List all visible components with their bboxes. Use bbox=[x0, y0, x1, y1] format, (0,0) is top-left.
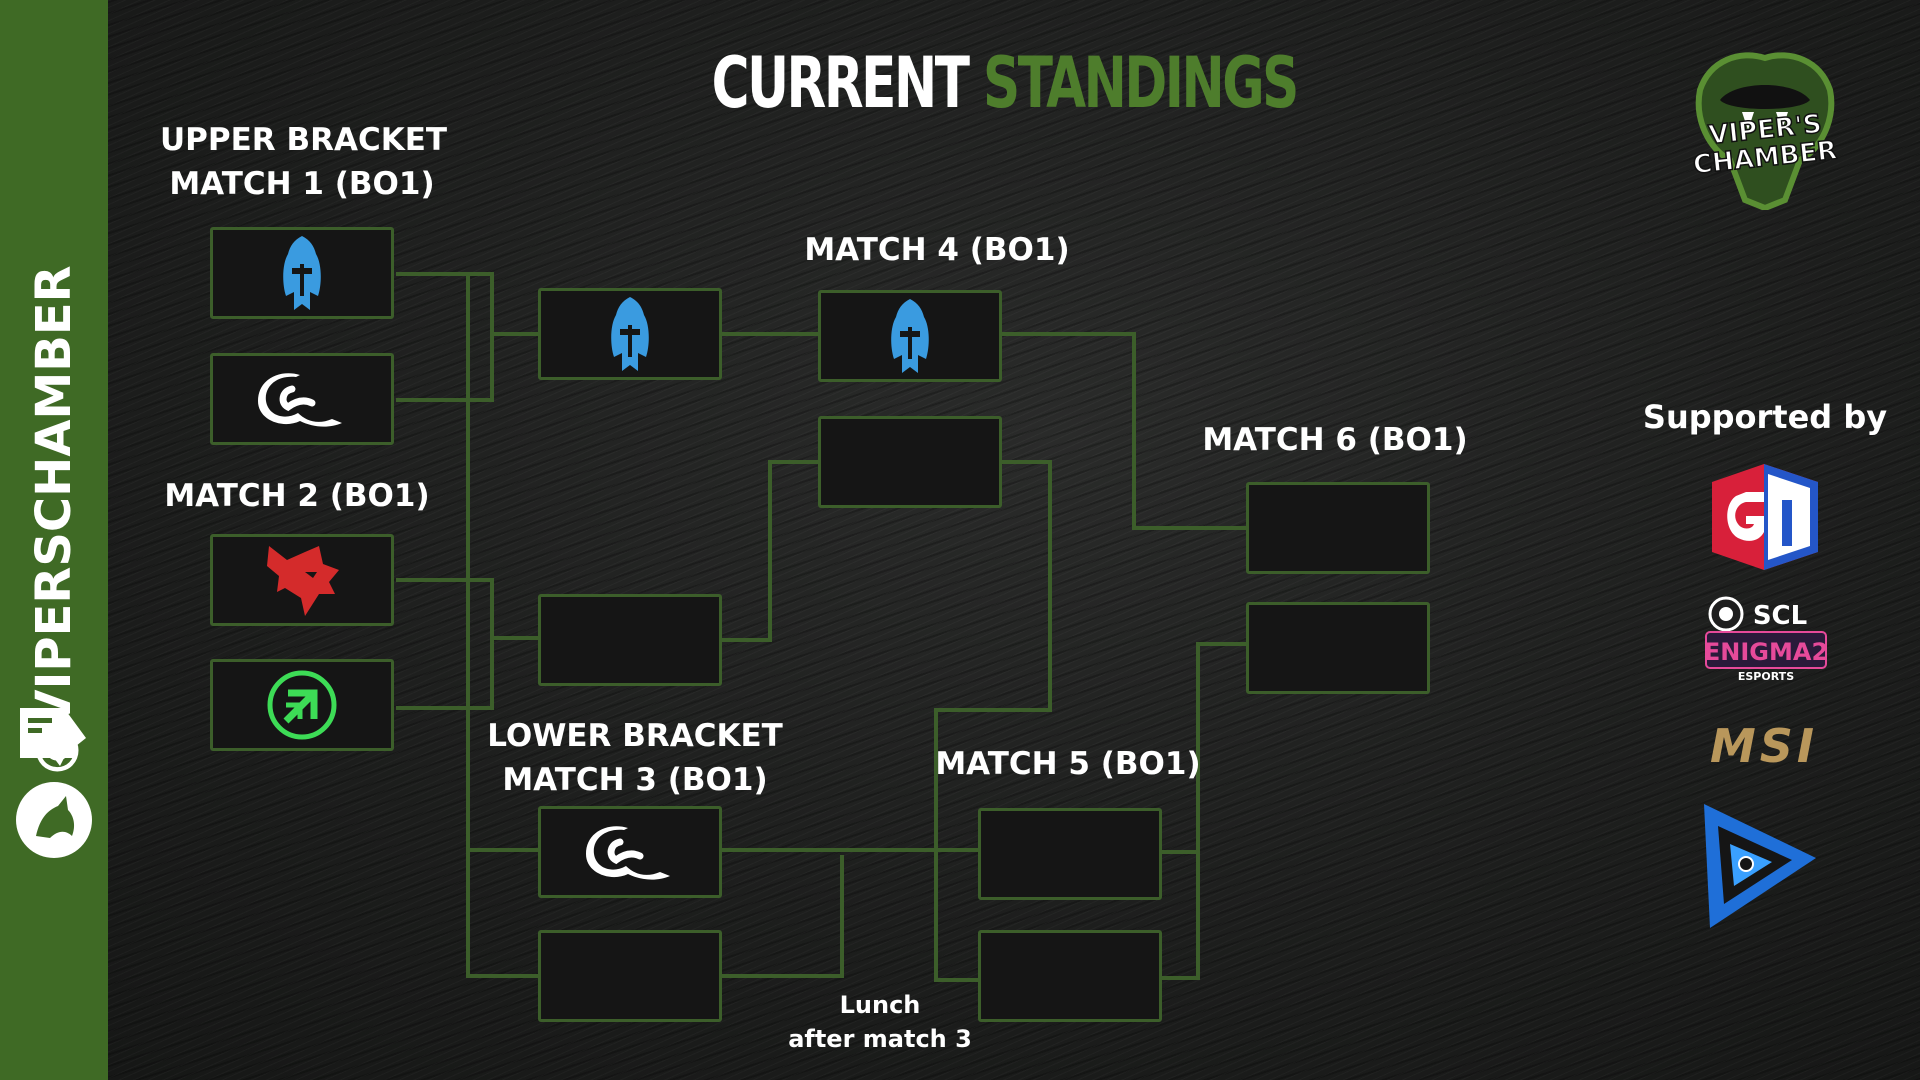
match4-slot-1[interactable] bbox=[818, 290, 1002, 382]
match1-slot-2[interactable] bbox=[210, 353, 394, 445]
label-upper-line2: MATCH 1 (BO1) bbox=[169, 166, 435, 202]
title-word-current: CURRENT bbox=[711, 42, 970, 124]
lunch-note-line1: Lunch bbox=[839, 991, 921, 1019]
sponsor-scl: SCL bbox=[1753, 601, 1807, 631]
lunch-note: Lunch after match 3 bbox=[770, 988, 990, 1056]
label-lower-line2: MATCH 3 (BO1) bbox=[502, 762, 768, 798]
page-title: CURRENT STANDINGS bbox=[173, 42, 1747, 124]
match3-slot-1[interactable] bbox=[538, 806, 722, 898]
match2-slot-2[interactable] bbox=[210, 659, 394, 751]
sponsor-msi: MSI bbox=[1710, 720, 1818, 772]
lunch-note-line2: after match 3 bbox=[788, 1025, 972, 1053]
tiktok-icon bbox=[20, 708, 86, 766]
sponsor-esports: ESPORTS bbox=[1738, 670, 1794, 683]
gg-logo bbox=[1712, 464, 1818, 570]
match2-slot-1[interactable] bbox=[210, 534, 394, 626]
label-match-6: MATCH 6 (BO1) bbox=[1202, 422, 1468, 458]
triangle-logo bbox=[1704, 804, 1816, 928]
upper-r1-winner-2[interactable] bbox=[538, 594, 722, 686]
spartan-helmet-icon bbox=[891, 299, 929, 373]
match5-slot-2[interactable] bbox=[978, 930, 1162, 1022]
spartan-helmet-icon bbox=[283, 236, 321, 310]
wave-icon bbox=[258, 373, 342, 427]
match5-slot-1[interactable] bbox=[978, 808, 1162, 900]
match1-slot-1[interactable] bbox=[210, 227, 394, 319]
msi-logo: MSI bbox=[1710, 720, 1818, 772]
label-upper-bracket: UPPER BRACKET MATCH 1 (BO1) bbox=[160, 118, 448, 206]
match4-slot-2[interactable] bbox=[818, 416, 1002, 508]
fox-icon bbox=[16, 782, 92, 858]
sponsors-title: Supported by bbox=[1642, 398, 1888, 436]
spartan-helmet-icon bbox=[611, 297, 649, 371]
label-lower-line1: LOWER BRACKET bbox=[487, 718, 783, 754]
label-match-4: MATCH 4 (BO1) bbox=[804, 232, 1070, 268]
sponsor-enigma2: ENIGMA2 bbox=[1704, 638, 1828, 666]
sidebar: @VIPERSCHAMBER bbox=[0, 0, 108, 1080]
vipers-chamber-logo: VIPER'S CHAMBER bbox=[1691, 52, 1839, 210]
title-word-standings: STANDINGS bbox=[983, 42, 1299, 124]
red-wolf-icon bbox=[267, 546, 339, 616]
label-match-2: MATCH 2 (BO1) bbox=[164, 478, 430, 514]
match6-slot-2[interactable] bbox=[1246, 602, 1430, 694]
scl-enigma2-logo: SCL ENIGMA2 ESPORTS bbox=[1704, 596, 1828, 683]
match6-slot-1[interactable] bbox=[1246, 482, 1430, 574]
green-arrow-icon bbox=[267, 670, 337, 740]
upper-r1-winner-1[interactable] bbox=[538, 288, 722, 380]
wave-icon bbox=[586, 826, 670, 880]
label-lower-bracket: LOWER BRACKET MATCH 3 (BO1) bbox=[480, 714, 790, 802]
label-upper-line1: UPPER BRACKET bbox=[160, 122, 448, 158]
label-match-5: MATCH 5 (BO1) bbox=[935, 746, 1201, 782]
match3-slot-2[interactable] bbox=[538, 930, 722, 1022]
